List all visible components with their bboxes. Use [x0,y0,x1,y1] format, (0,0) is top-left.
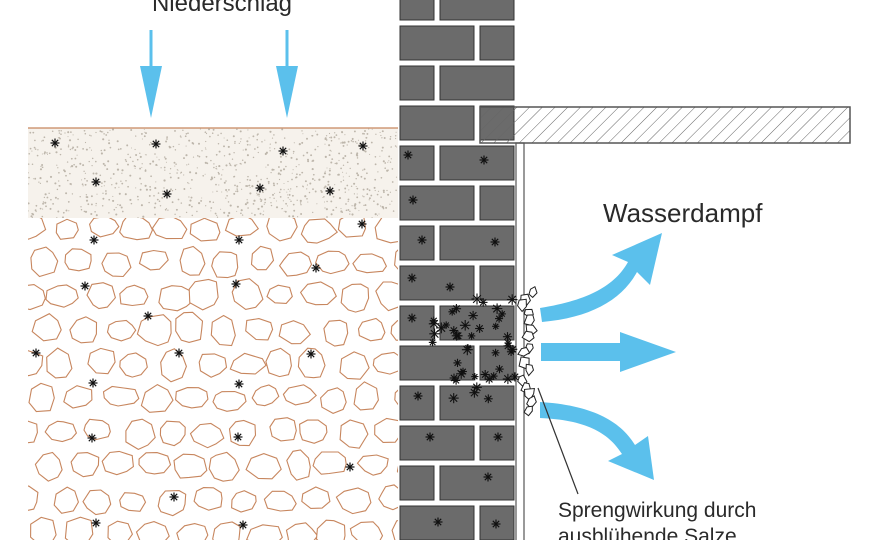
precipitation-arrow-left-icon [140,30,162,118]
brick-wall [398,0,516,540]
concrete-slab [479,106,851,144]
gravel-layer [28,218,398,540]
effect-label-line1: Sprengwirkung durch [558,499,756,522]
soil-salt-crystals [31,138,368,530]
vapor-arrow-straight-icon [541,332,676,372]
effect-leader-line [537,387,579,495]
vapor-label: Wasserdampf [603,198,763,228]
precipitation-arrow-right-icon [276,30,298,118]
vapor-arrows [540,233,676,480]
sand-layer [28,127,398,218]
effect-label-line2: ausblühende Salze [558,525,737,540]
vapor-arrow-up-icon [540,233,662,322]
precipitation-arrows [140,30,298,118]
spalling-fragments [517,285,538,417]
wall-salt-crystals [403,150,520,529]
plaster-layer [515,142,525,540]
vapor-arrow-down-icon [540,402,654,480]
precipitation-label: Niederschlag [152,0,292,17]
